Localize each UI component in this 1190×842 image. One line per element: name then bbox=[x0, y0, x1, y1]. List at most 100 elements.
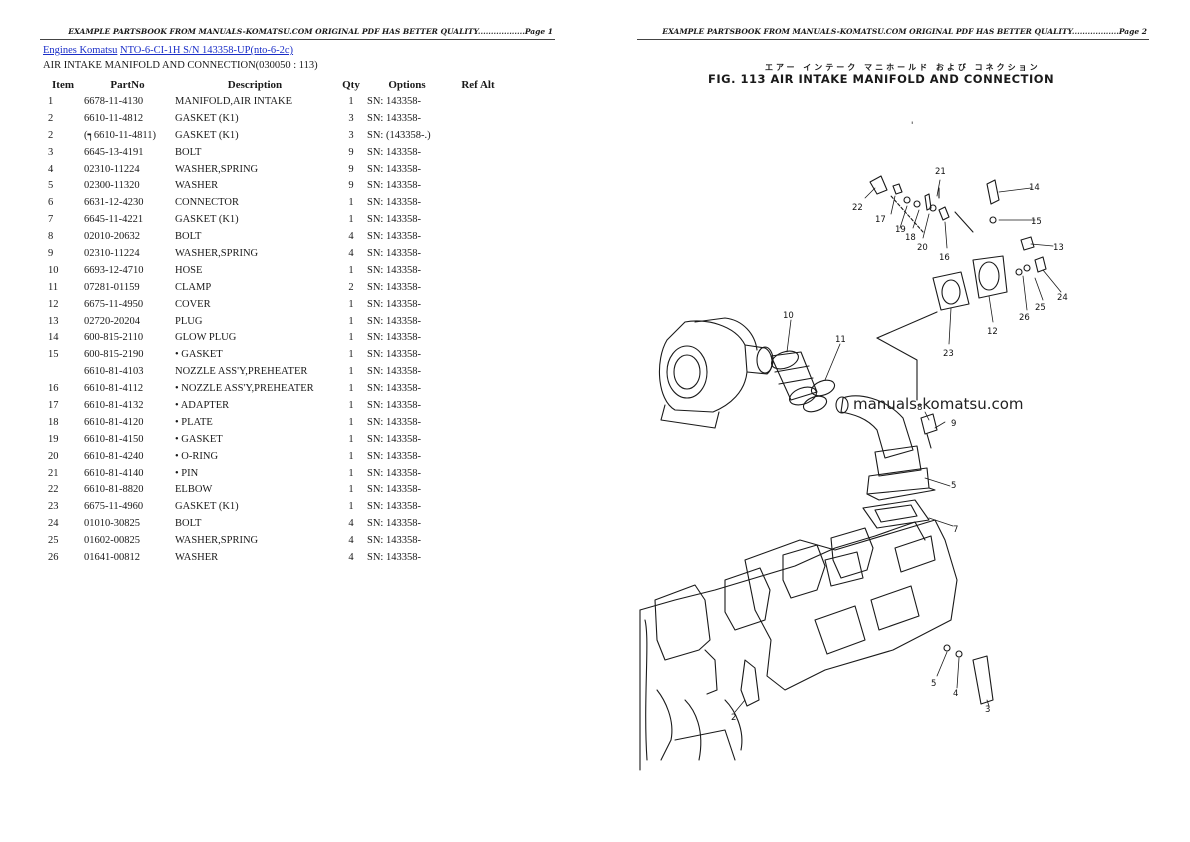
cell-opt: SN: 143358- bbox=[367, 264, 421, 276]
cell-ref bbox=[449, 93, 507, 110]
callout-18: 18 bbox=[905, 233, 916, 243]
cell-opt: SN: 143358- bbox=[367, 315, 421, 327]
cell-opt: SN: 143358- bbox=[367, 349, 421, 361]
cell-ref bbox=[449, 245, 507, 262]
cell-part: 6610-81-4112 bbox=[84, 383, 144, 395]
callout-12: 12 bbox=[987, 327, 998, 337]
cell-ref bbox=[449, 313, 507, 330]
cell-qty: 4 bbox=[348, 247, 354, 259]
cell-part: 6610-81-4120 bbox=[84, 416, 144, 428]
cell-ref bbox=[449, 363, 507, 380]
cell-opt: SN: 143358- bbox=[367, 518, 421, 530]
cell-part: 6675-11-4960 bbox=[84, 501, 144, 513]
connector-elbow-drawing bbox=[835, 395, 936, 501]
cell-qty: 1 bbox=[348, 467, 354, 479]
cell-item: 22 bbox=[48, 484, 59, 496]
col-header-partno: PartNo bbox=[110, 78, 145, 91]
cell-item: 3 bbox=[48, 146, 54, 158]
cell-qty: 4 bbox=[348, 231, 354, 243]
col-header-options: Options bbox=[388, 78, 426, 91]
cell-qty: 1 bbox=[348, 399, 354, 411]
cell-item: 26 bbox=[48, 551, 59, 563]
cell-part: 6610-81-4132 bbox=[84, 399, 144, 411]
cell-item: 2 bbox=[48, 112, 54, 124]
cell-part: 600-815-2110 bbox=[84, 332, 144, 344]
cell-qty: 1 bbox=[348, 95, 354, 107]
cell-opt: SN: 143358- bbox=[367, 501, 421, 513]
callout-16: 16 bbox=[939, 253, 950, 263]
cell-opt: SN: 143358- bbox=[367, 163, 421, 175]
cell-part: (┑6610-11-4811) bbox=[84, 130, 157, 142]
cell-ref bbox=[449, 532, 507, 549]
section-title: AIR INTAKE MANIFOLD AND CONNECTION(03005… bbox=[43, 60, 318, 71]
cell-qty: 1 bbox=[348, 315, 354, 327]
cell-desc: BOLT bbox=[175, 518, 202, 530]
cell-item: 20 bbox=[48, 450, 59, 462]
callout-10: 10 bbox=[783, 311, 794, 321]
cell-ref bbox=[449, 228, 507, 245]
cell-desc: PLUG bbox=[175, 315, 203, 327]
callout-7: 7 bbox=[953, 525, 958, 535]
cell-desc: COVER bbox=[175, 298, 211, 310]
cell-ref bbox=[449, 448, 507, 465]
cell-opt: SN: 143358- bbox=[367, 281, 421, 293]
cell-desc: CLAMP bbox=[175, 281, 212, 293]
cell-qty: 1 bbox=[348, 332, 354, 344]
cell-qty: 1 bbox=[348, 214, 354, 226]
cell-item: 16 bbox=[48, 383, 59, 395]
cell-ref bbox=[449, 110, 507, 127]
callout-19: 19 bbox=[895, 225, 906, 235]
cell-opt: SN: 143358- bbox=[367, 247, 421, 259]
cell-item: 9 bbox=[48, 247, 54, 259]
cell-part: 6631-12-4230 bbox=[84, 197, 144, 209]
small-parts-drawing bbox=[869, 175, 1047, 276]
cell-item: 4 bbox=[48, 163, 54, 175]
cell-part: 6610-11-4812 bbox=[84, 112, 144, 124]
cell-desc: GASKET (K1) bbox=[175, 214, 239, 226]
cell-ref bbox=[449, 329, 507, 346]
callout-4: 4 bbox=[953, 689, 958, 699]
cell-qty: 3 bbox=[348, 112, 354, 124]
breadcrumb-link-model[interactable]: NTO-6-CI-1H S/N 143358-UP(nto-6-2c) bbox=[120, 45, 294, 56]
page-1: EXAMPLE PARTSBOOK FROM MANUALS-KOMATSU.C… bbox=[40, 27, 555, 566]
cell-ref bbox=[449, 549, 507, 566]
callout-21: 21 bbox=[935, 167, 946, 177]
cell-desc: WASHER,SPRING bbox=[175, 163, 259, 175]
callout-labels: 22 17 21 19 18 20 16 14 15 13 24 25 26 1… bbox=[731, 121, 1068, 723]
cell-ref bbox=[449, 346, 507, 363]
cell-desc: BOLT bbox=[175, 231, 202, 243]
cell-item: 2 bbox=[48, 129, 54, 141]
page-header: EXAMPLE PARTSBOOK FROM MANUALS-KOMATSU.C… bbox=[637, 26, 1149, 40]
cell-ref bbox=[449, 144, 507, 161]
breadcrumb-link-engines[interactable]: Engines Komatsu bbox=[43, 45, 118, 56]
callout-26: 26 bbox=[1019, 313, 1030, 323]
cell-desc: CONNECTOR bbox=[175, 197, 239, 209]
cell-desc: HOSE bbox=[175, 264, 203, 276]
cell-part: 600-815-2190 bbox=[84, 349, 144, 361]
cell-part: 6645-11-4221 bbox=[84, 214, 144, 226]
cell-ref bbox=[449, 380, 507, 397]
cell-item: 19 bbox=[48, 433, 59, 445]
cell-desc: GASKET (K1) bbox=[175, 112, 239, 124]
cell-opt: SN: (143358-.) bbox=[367, 129, 431, 141]
cell-ref bbox=[449, 161, 507, 178]
cell-qty: 1 bbox=[348, 264, 354, 276]
cell-item: 6 bbox=[48, 197, 54, 209]
figure-title: FIG. 113 AIR INTAKE MANIFOLD AND CONNECT… bbox=[708, 72, 1055, 86]
callout-8: 8 bbox=[917, 403, 922, 413]
cell-ref bbox=[449, 279, 507, 296]
cell-desc: NOZZLE ASS'Y,PREHEATER bbox=[175, 366, 308, 378]
cell-qty: 9 bbox=[348, 180, 354, 192]
cell-qty: 9 bbox=[348, 163, 354, 175]
